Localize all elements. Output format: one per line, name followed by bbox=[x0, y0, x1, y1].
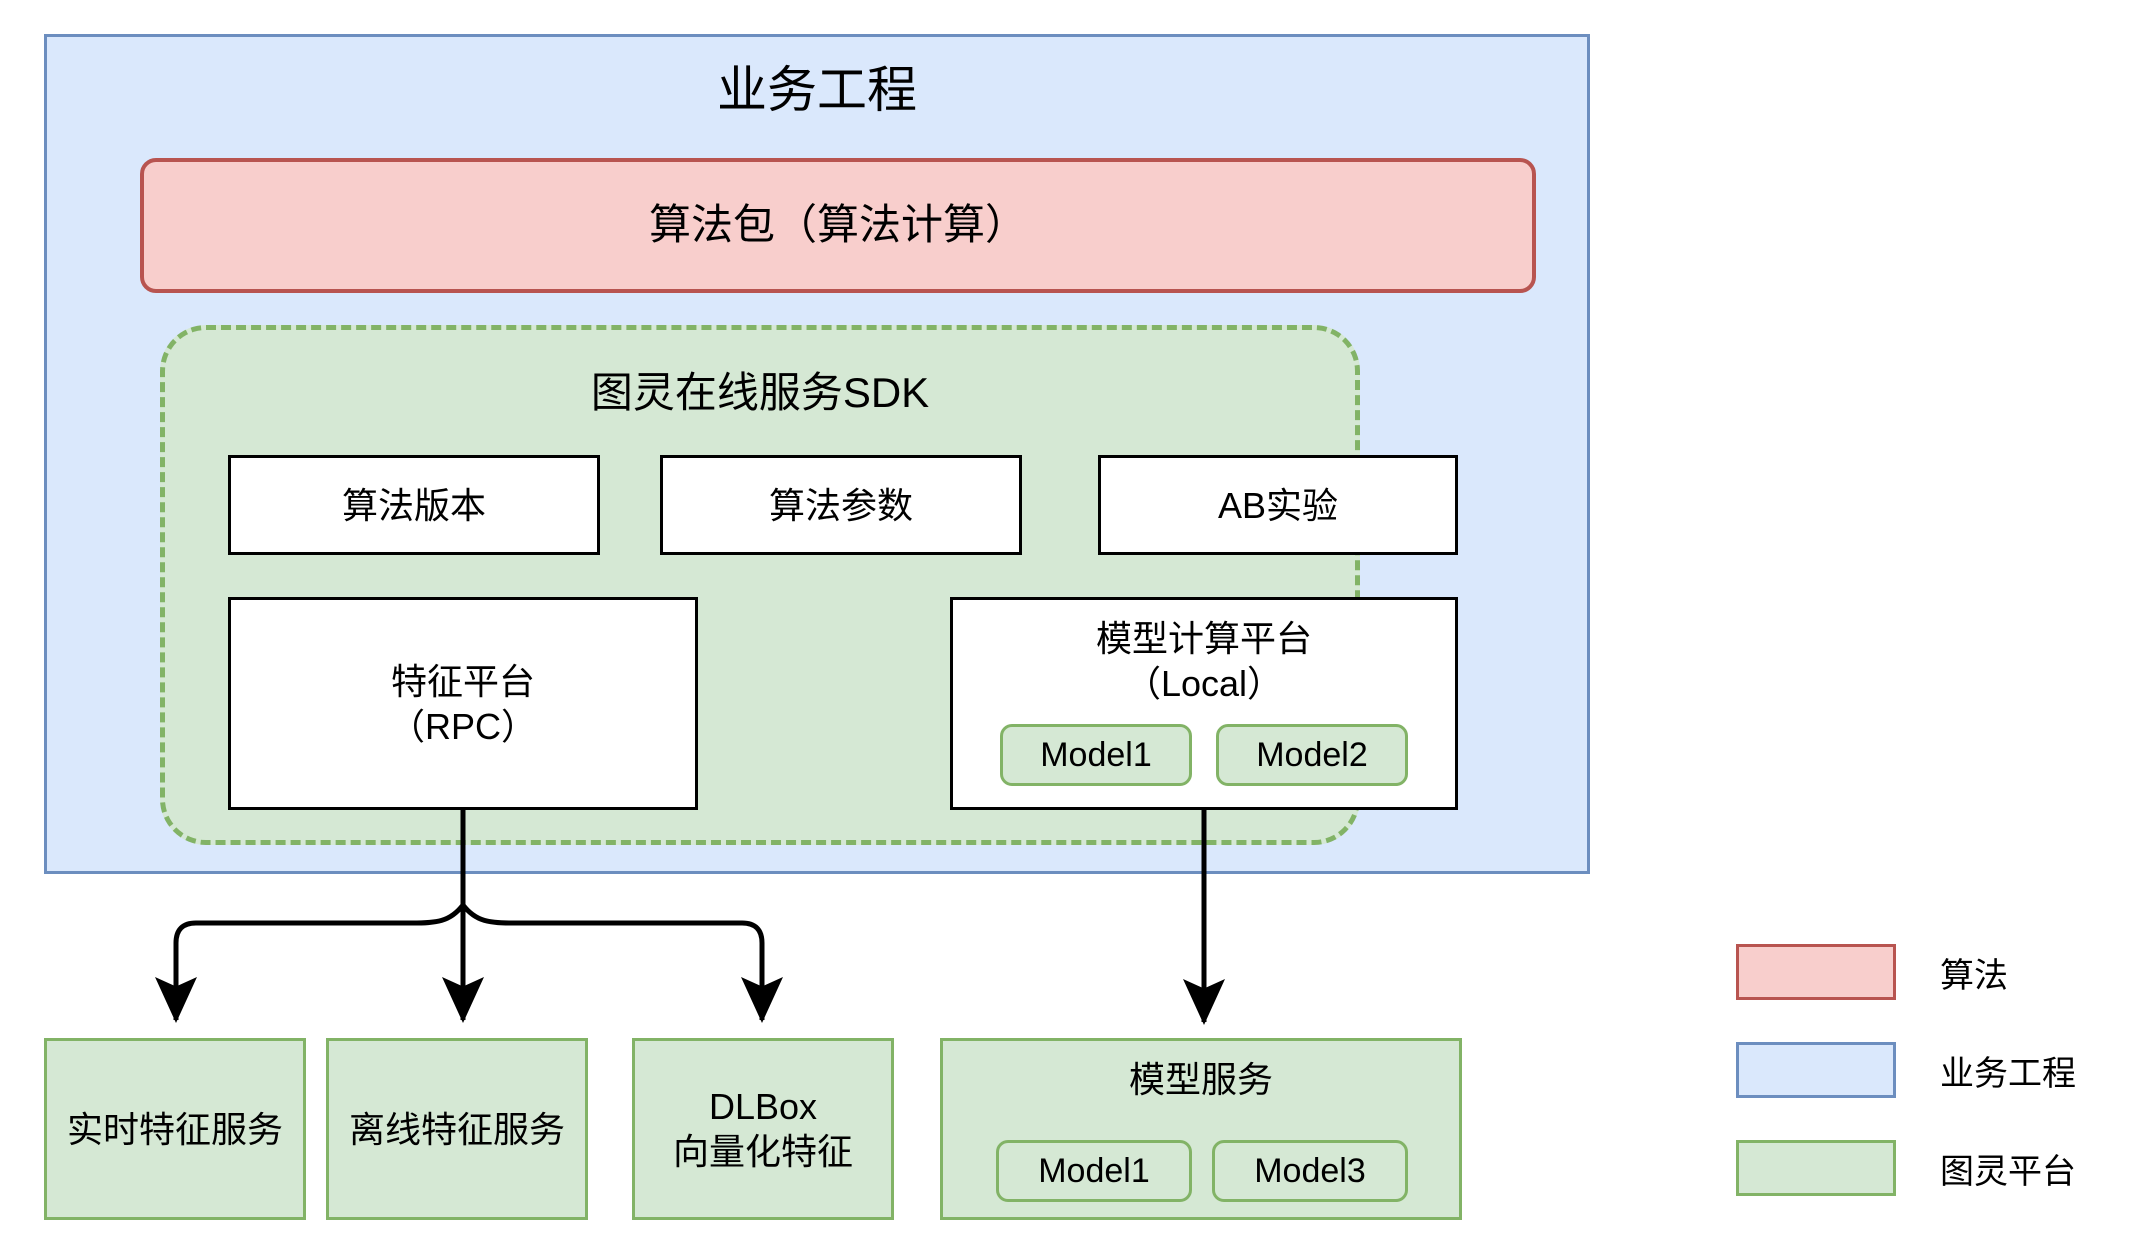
model-compute-platform-line1: 模型计算平台 bbox=[1095, 618, 1312, 659]
algorithm-package-label: 算法包（算法计算） bbox=[648, 201, 1027, 249]
feature-platform-line1: 特征平台 bbox=[390, 660, 535, 702]
legend-swatch-algorithm bbox=[1736, 944, 1896, 1000]
model-chip-label: Model1 bbox=[1038, 1151, 1150, 1190]
sdk-capability-box-ab-experiment: AB实验 bbox=[1098, 455, 1458, 555]
sdk-capability-label: 算法参数 bbox=[768, 484, 913, 526]
legend-label-turing-platform: 图灵平台 bbox=[1940, 1152, 2076, 1191]
model-chip-service-model1: Model1 bbox=[996, 1140, 1192, 1202]
downstream-service-dlbox: DLBox 向量化特征 bbox=[632, 1038, 894, 1220]
sdk-capability-label: 算法版本 bbox=[341, 484, 486, 526]
feature-platform-box: 特征平台 （RPC） bbox=[228, 597, 698, 810]
legend-label-business-engineering: 业务工程 bbox=[1940, 1054, 2076, 1093]
legend-item-algorithm: 算法 bbox=[1736, 944, 2008, 1000]
model-service-title: 模型服务 bbox=[1128, 1059, 1273, 1100]
sdk-title: 图灵在线服务SDK bbox=[590, 369, 930, 416]
connector-to-realtime-feature-service bbox=[154, 903, 465, 1023]
sdk-capability-label: AB实验 bbox=[1217, 484, 1339, 526]
downstream-service-label: DLBox 向量化特征 bbox=[672, 1086, 853, 1172]
model-chip-local-model1: Model1 bbox=[1000, 724, 1192, 786]
model-chip-label: Model1 bbox=[1040, 735, 1152, 774]
sdk-capability-box-algorithm-params: 算法参数 bbox=[660, 455, 1022, 555]
feature-platform-line2: （RPC） bbox=[388, 705, 537, 747]
legend-label-algorithm: 算法 bbox=[1940, 956, 2008, 995]
algorithm-package-box: 算法包（算法计算） bbox=[140, 158, 1536, 293]
downstream-service-label: 实时特征服务 bbox=[66, 1108, 283, 1150]
model-chip-label: Model2 bbox=[1256, 735, 1368, 774]
connector-to-dlbox-service bbox=[461, 903, 783, 1023]
model-chip-service-model3: Model3 bbox=[1212, 1140, 1408, 1202]
legend-item-business-engineering: 业务工程 bbox=[1736, 1042, 2076, 1098]
sdk-capability-box-algorithm-version: 算法版本 bbox=[228, 455, 600, 555]
model-chip-local-model2: Model2 bbox=[1216, 724, 1408, 786]
legend-item-turing-platform: 图灵平台 bbox=[1736, 1140, 2076, 1196]
downstream-service-label: 离线特征服务 bbox=[348, 1108, 565, 1150]
legend-swatch-turing-platform bbox=[1736, 1140, 1896, 1196]
business-engineering-title: 业务工程 bbox=[717, 62, 917, 118]
downstream-service-offline-feature: 离线特征服务 bbox=[326, 1038, 588, 1220]
downstream-service-realtime-feature: 实时特征服务 bbox=[44, 1038, 306, 1220]
legend-swatch-business-engineering bbox=[1736, 1042, 1896, 1098]
model-chip-label: Model3 bbox=[1254, 1151, 1366, 1190]
model-compute-platform-line2: （Local） bbox=[1124, 663, 1284, 704]
